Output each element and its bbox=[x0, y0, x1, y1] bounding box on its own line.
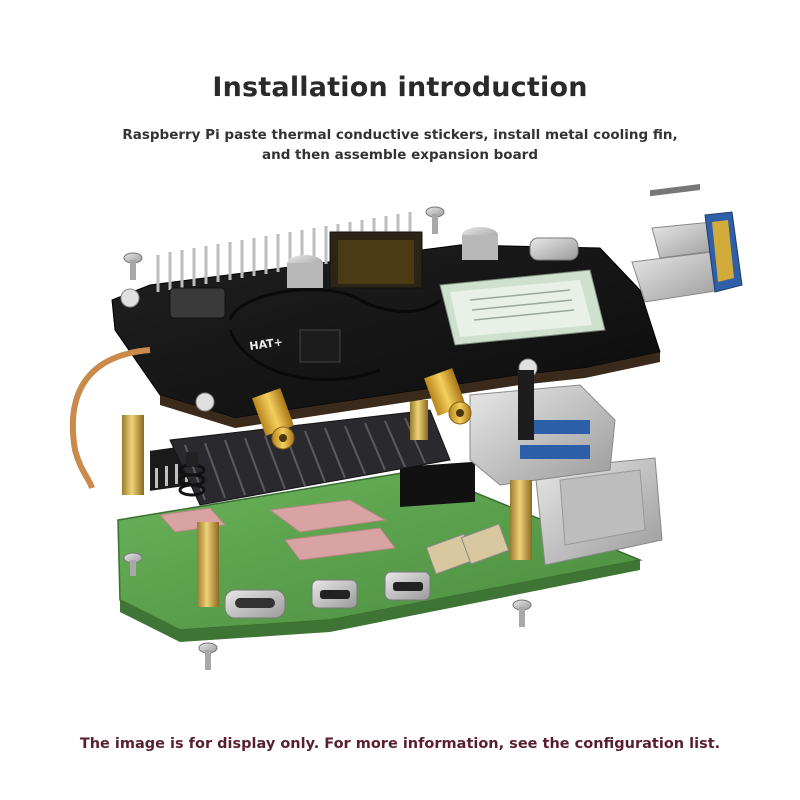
rj45-magnetics bbox=[329, 231, 423, 289]
page-subtitle: Raspberry Pi paste thermal conductive st… bbox=[122, 127, 678, 163]
m2-wireless-module bbox=[439, 269, 606, 346]
usb-c-port bbox=[224, 589, 286, 619]
brass-standoff bbox=[410, 400, 428, 440]
page-title: Installation introduction bbox=[212, 72, 588, 103]
hat-chip bbox=[299, 329, 341, 363]
usb-port-stack bbox=[469, 384, 616, 486]
footer-note: The image is for display only. For more … bbox=[79, 736, 721, 752]
brass-standoff bbox=[122, 415, 144, 495]
raspberry-pi-board bbox=[117, 384, 663, 642]
capacitor bbox=[287, 255, 323, 288]
hat-usb-c-port bbox=[529, 237, 579, 261]
heatsink-spring bbox=[178, 452, 206, 497]
antenna-cable bbox=[228, 288, 442, 321]
fpc-ribbon-cable bbox=[69, 347, 151, 489]
screw bbox=[425, 206, 445, 234]
sma-connector bbox=[424, 368, 472, 425]
black-standoff bbox=[518, 370, 534, 440]
inductor bbox=[169, 287, 226, 319]
hat-silkscreen-label: HAT+ bbox=[249, 335, 284, 353]
screw bbox=[123, 252, 143, 280]
brass-standoff bbox=[197, 522, 219, 607]
brass-standoff bbox=[510, 480, 532, 560]
mounting-hole bbox=[120, 288, 140, 308]
screw bbox=[198, 642, 218, 670]
micro-hdmi-port bbox=[311, 579, 358, 609]
screw bbox=[123, 552, 143, 576]
sma-connector bbox=[252, 388, 295, 450]
micro-hdmi-port bbox=[384, 571, 431, 601]
screw bbox=[512, 599, 532, 627]
ethernet-port bbox=[534, 457, 663, 566]
metal-cooling-fin bbox=[169, 409, 451, 506]
mounting-hole bbox=[195, 392, 215, 412]
usb-adapter bbox=[631, 184, 743, 303]
chip bbox=[400, 461, 475, 508]
capacitor bbox=[462, 227, 498, 260]
